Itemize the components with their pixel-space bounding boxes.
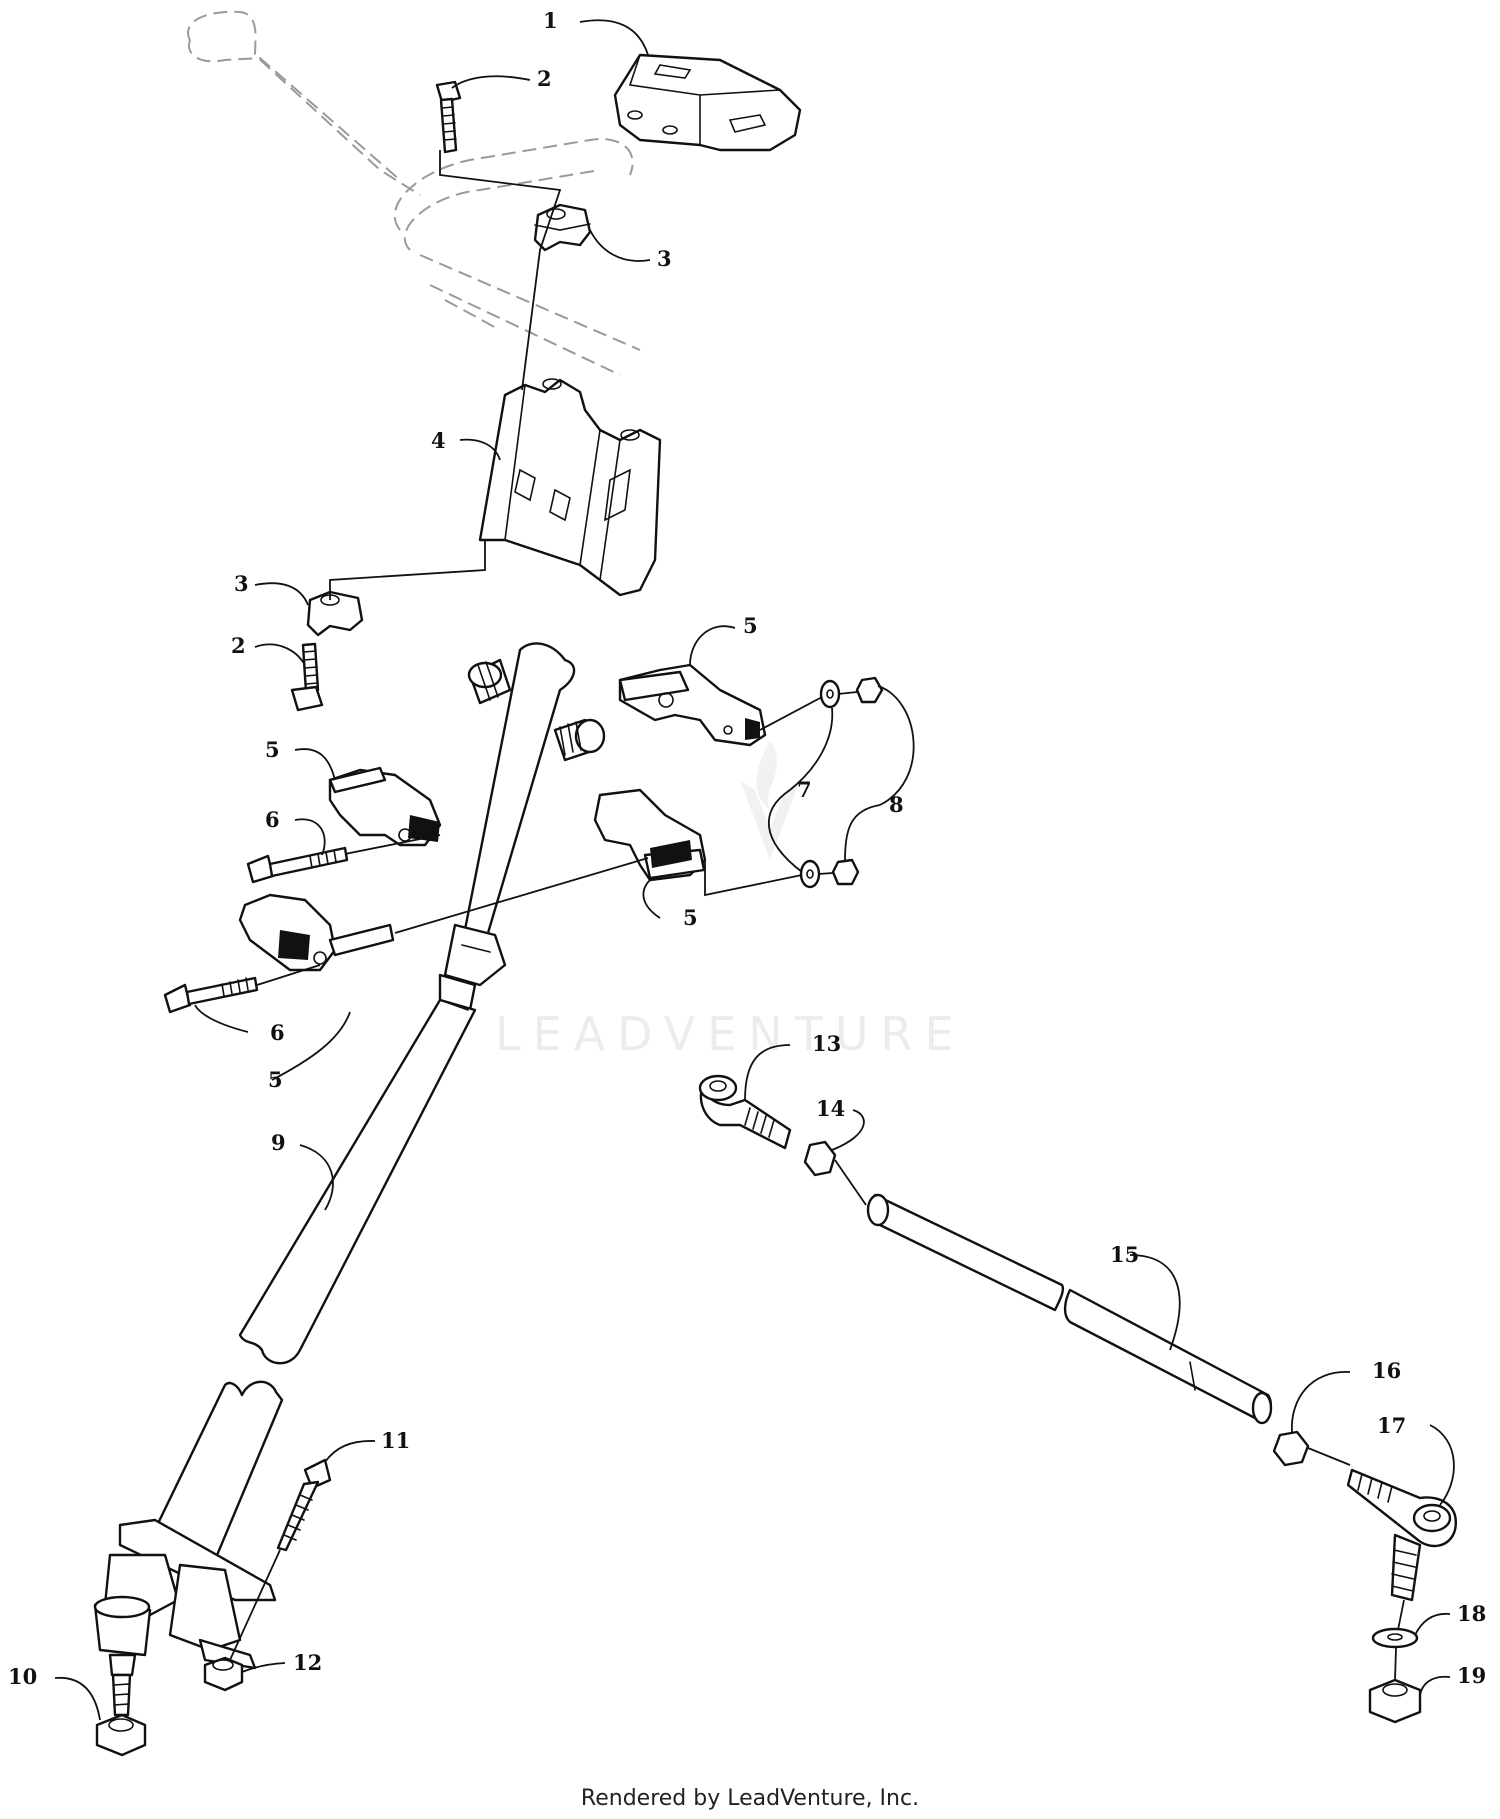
clamp-half-lower-left — [238, 893, 395, 972]
flange-nut-right — [1368, 1678, 1422, 1724]
clamp-bolt-lower — [163, 976, 259, 1014]
bracket-bolt — [276, 1458, 332, 1552]
callout-10: 10 — [8, 1664, 37, 1689]
callout-17: 17 — [1377, 1413, 1406, 1438]
callout-3-upper: 3 — [657, 246, 672, 271]
callout-2-lower: 2 — [231, 633, 246, 658]
callout-5-top: 5 — [743, 613, 758, 638]
callout-15: 15 — [1110, 1242, 1139, 1267]
clamp-half-upper-left — [328, 766, 442, 847]
clamp-bolt-upper — [246, 846, 349, 884]
universal-joint — [438, 923, 507, 1012]
callout-leaders — [54, 19, 1455, 1721]
callout-3-lower: 3 — [234, 571, 249, 596]
lower-bolt — [290, 642, 324, 712]
jam-nut-left — [803, 1140, 837, 1177]
callout-13: 13 — [812, 1031, 841, 1056]
handlebar-outline — [187, 10, 641, 376]
watermark-logo — [740, 740, 800, 860]
callout-19: 19 — [1457, 1663, 1486, 1688]
nut-upper — [855, 676, 884, 704]
bracket-nut — [203, 1656, 244, 1692]
callout-8: 8 — [889, 792, 904, 817]
lower-flange-nut-left — [95, 1713, 147, 1757]
steering-column-upper — [458, 642, 606, 962]
clamp-half-upper-right — [618, 663, 767, 747]
tie-rod-end-right — [1346, 1468, 1457, 1602]
callout-9: 9 — [271, 1130, 286, 1155]
callout-4: 4 — [431, 428, 446, 453]
upper-bolt — [435, 80, 462, 154]
callout-18: 18 — [1457, 1601, 1486, 1626]
watermark-text: LEADVENTURE — [495, 1007, 966, 1061]
switch-housing — [613, 53, 802, 152]
callout-5-left-lower: 5 — [268, 1067, 283, 1092]
washer-right — [1371, 1627, 1419, 1649]
nut-lower — [831, 858, 860, 886]
steering-bottom-bracket — [93, 1518, 277, 1717]
washer-lower — [799, 859, 821, 889]
tie-rod-end-left — [698, 1074, 792, 1150]
clamp-half-lower-right — [593, 788, 707, 882]
upper-clamp-cap — [533, 203, 592, 252]
callout-5-left-upper: 5 — [265, 737, 280, 762]
callout-6-upper: 6 — [265, 807, 280, 832]
callout-6-lower: 6 — [270, 1020, 285, 1045]
lower-clamp-cap — [306, 590, 364, 637]
jam-nut-right — [1272, 1430, 1310, 1467]
callout-2-upper: 2 — [537, 66, 552, 91]
callout-14: 14 — [816, 1096, 845, 1121]
callout-12: 12 — [293, 1650, 322, 1675]
callout-5-right-lower: 5 — [683, 905, 698, 930]
washer-upper — [819, 679, 841, 709]
riser-block — [478, 378, 662, 597]
callout-labels: 1 2 3 4 3 2 5 5 6 7 8 5 6 5 9 13 14 15 1… — [8, 8, 1486, 1689]
callout-1: 1 — [543, 8, 558, 33]
tie-rod-tube — [866, 1193, 1273, 1425]
render-credit: Rendered by LeadVenture, Inc. — [580, 1786, 920, 1811]
callout-11: 11 — [381, 1428, 410, 1453]
callout-7: 7 — [797, 777, 812, 802]
callout-16: 16 — [1372, 1358, 1401, 1383]
